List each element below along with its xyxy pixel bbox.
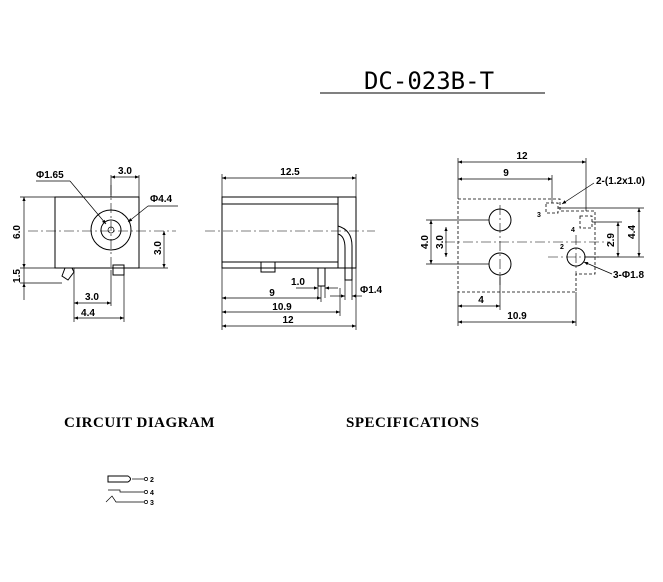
front-dim-width-top: 3.0 (118, 166, 132, 177)
circuit-sleeve-contact (105, 495, 144, 503)
circuit-diagram-heading: CIRCUIT DIAGRAM (64, 415, 215, 431)
footprint-dim-pin4-offset: 2.9 (606, 233, 617, 247)
footprint-dim-slot-position: 9 (503, 168, 509, 179)
footprint-slot-pin4 (579, 215, 593, 229)
circuit-diagram: 2 4 3 (105, 475, 154, 507)
front-dim-pin-length: 1.5 (12, 269, 23, 283)
side-view: 12.5 1.0 Φ1.4 9 10.9 12 (205, 167, 383, 330)
footprint-leader (561, 182, 595, 205)
circuit-terminal-4 (144, 490, 148, 494)
footprint-dim-hole-offset: 4 (478, 295, 484, 306)
side-dim-pin-position: 9 (269, 288, 275, 299)
side-pin-mid (317, 267, 326, 287)
footprint-leader (583, 261, 613, 275)
footprint-view: 3 4 2 12 9 2-(1.2x1.0) 4.0 3.0 2.9 4.4 (420, 151, 645, 326)
footprint-dim-hole-diameter: 3-Φ1.8 (613, 270, 644, 281)
specifications-heading: SPECIFICATIONS (346, 415, 479, 431)
front-pin-left-bent (61, 267, 75, 281)
footprint-dim-slot-size: 2-(1.2x1.0) (596, 176, 645, 187)
front-pin-right (112, 264, 125, 276)
side-pin-front (260, 261, 276, 273)
front-dim-height: 6.0 (12, 225, 23, 239)
side-dim-body-length: 12 (282, 315, 294, 326)
footprint-pin-4-label: 4 (571, 227, 575, 234)
footprint-dim-inner-pitch: 3.0 (435, 235, 446, 249)
side-dim-rear-pin-diameter: Φ1.4 (360, 285, 383, 296)
front-dim-pin-span: 4.4 (81, 308, 95, 319)
footprint-dim-pin2-offset: 10.9 (507, 311, 527, 322)
side-body-outline (221, 196, 357, 269)
front-dim-center-height: 3.0 (153, 241, 164, 255)
drawing-title: DC-023B-T (364, 67, 494, 95)
footprint-dim-total-width: 12 (516, 151, 528, 162)
footprint-outline (457, 198, 596, 293)
circuit-terminal-2 (144, 477, 148, 481)
front-leader (127, 205, 149, 223)
front-body-outline (54, 196, 140, 269)
front-dim-socket-diameter: Φ4.4 (150, 194, 173, 205)
front-dim-pin-spacing: 3.0 (85, 292, 99, 303)
front-leader (69, 180, 107, 225)
circuit-switch-contact (108, 489, 144, 493)
front-dim-pin-diameter: Φ1.65 (36, 170, 64, 181)
footprint-pin-3-label: 3 (537, 212, 541, 219)
front-view: 3.0 Φ1.65 Φ4.4 6.0 1.5 3.0 3.0 4.4 (12, 166, 178, 322)
circuit-pin-3-label: 3 (150, 500, 154, 507)
side-dim-pin-width: 1.0 (291, 277, 305, 288)
footprint-pin-2-label: 2 (560, 244, 564, 251)
circuit-pin-2-label: 2 (150, 477, 154, 484)
circuit-pin-4-label: 4 (150, 490, 154, 497)
footprint-dim-hole-pitch: 4.0 (420, 235, 431, 249)
circuit-center-pin (107, 475, 131, 483)
footprint-slot-pin3 (545, 202, 559, 214)
side-rear-pin (337, 225, 353, 281)
circuit-terminal-3 (144, 500, 148, 504)
footprint-dim-pin3-offset: 4.4 (627, 225, 638, 239)
side-dim-overall-length: 12.5 (280, 167, 300, 178)
side-dim-rear-position: 10.9 (272, 302, 292, 313)
